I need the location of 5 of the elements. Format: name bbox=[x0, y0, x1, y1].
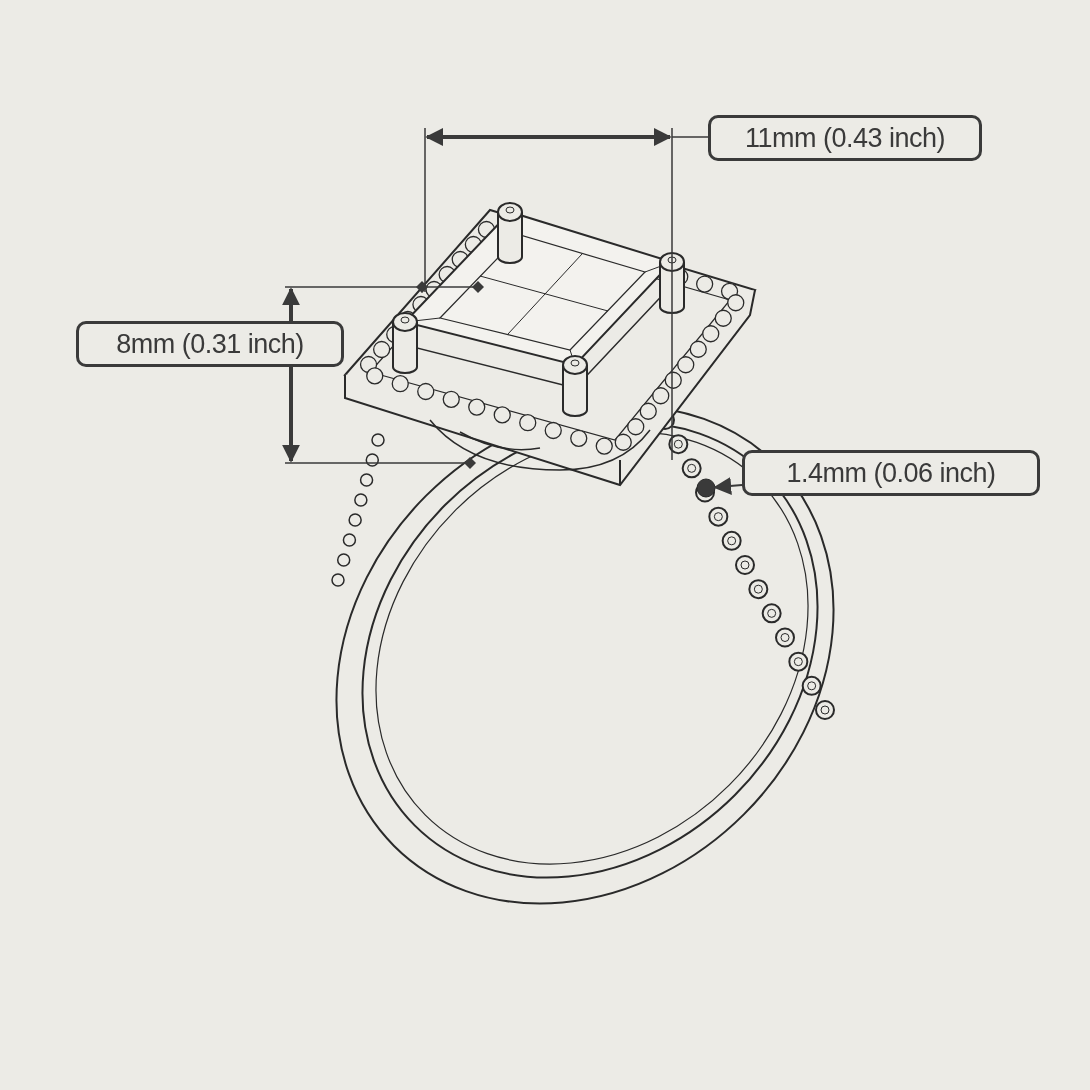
dimension-label: 11mm (0.43 inch) bbox=[708, 115, 982, 161]
leader-line bbox=[713, 477, 743, 495]
dimension-label: 8mm (0.31 inch) bbox=[76, 321, 344, 367]
gemstone bbox=[696, 478, 716, 498]
dimension-label: 1.4mm (0.06 inch) bbox=[742, 450, 1040, 496]
